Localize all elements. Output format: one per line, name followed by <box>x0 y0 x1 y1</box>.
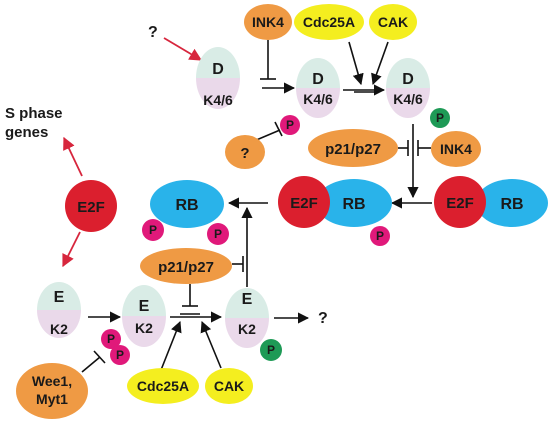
arrow-cak-bottom <box>200 320 222 369</box>
cdk2-inhibitory-phosphate-2 <box>110 345 130 365</box>
p21p27-mid-label: p21/p27 <box>158 259 214 276</box>
arrow-cdc25a-to-activation <box>348 41 364 86</box>
rb-mid-label: RB <box>342 196 365 213</box>
rb-right-oval <box>476 179 548 227</box>
e2f-free-label: E2F <box>77 199 105 216</box>
phosphate-label: P <box>214 227 222 241</box>
rb-mid-phosphate <box>370 226 390 246</box>
p21p27-top-oval <box>308 129 398 167</box>
cyclin-e-label: E <box>242 291 253 308</box>
phosphate-label: P <box>436 111 444 125</box>
cdk46-label: K4/6 <box>303 91 333 107</box>
rb-left-phosphate-2 <box>207 223 229 245</box>
phosphate-label: P <box>376 229 384 243</box>
rb-left-phosphate-1 <box>142 219 164 241</box>
wee1-myt1-oval <box>16 363 88 419</box>
phosphate-label: P <box>286 118 294 132</box>
arrow-cak-to-activation <box>371 41 389 86</box>
e2f-mid-circle <box>278 176 330 228</box>
cdk2-label: K2 <box>135 320 153 336</box>
cdk2-activating-phosphate <box>260 339 282 361</box>
s-phase-genes-line2: genes <box>5 124 48 141</box>
cyclin-e-free: E K2 <box>37 282 81 338</box>
phosphate-label: P <box>107 332 115 346</box>
red-arrow-to-cyclin-e <box>62 231 81 268</box>
arrow-cdc25a-bottom <box>160 320 182 371</box>
e2f-free-circle <box>65 180 117 232</box>
unknown-inhibition-bar <box>274 121 283 137</box>
ink4-top-label: INK4 <box>252 14 284 30</box>
phosphate-label: P <box>267 343 275 357</box>
s-phase-genes-line1: S phase <box>5 105 63 122</box>
wee1-inhibition-line <box>81 356 101 373</box>
inhibitory-phosphate <box>280 115 300 135</box>
cyclin-e-label: E <box>54 289 65 306</box>
cdc25a-bottom-oval <box>127 368 199 404</box>
unknown-inhibition-line <box>253 129 281 142</box>
cdk46-label: K4/6 <box>203 92 233 108</box>
cyclin-e-label: E <box>139 298 150 315</box>
cdk46-label: K4/6 <box>393 91 423 107</box>
wee1-inhibition-bar <box>93 350 106 364</box>
cyclin-d-free: D K4/6 <box>196 47 240 109</box>
cak-top-oval <box>369 4 417 40</box>
cyclin-e-cdk2-complex: E K2 <box>122 285 166 347</box>
rb-right-label: RB <box>500 196 523 213</box>
phosphate-label: P <box>116 348 124 362</box>
cyclin-d-label: D <box>312 71 324 88</box>
ink4-right-label: INK4 <box>440 141 472 157</box>
cyclin-d-cdk46-complex: D K4/6 <box>296 58 340 118</box>
cdk2-label: K2 <box>238 321 256 337</box>
unknown-kinase-oval <box>225 135 265 169</box>
red-arrow-to-s-phase-genes <box>63 136 83 177</box>
cak-bottom-label: CAK <box>214 378 244 394</box>
cyclin-d-label: D <box>212 61 224 78</box>
e2f-right-circle <box>434 176 486 228</box>
myt1-label: Myt1 <box>36 391 68 407</box>
ink4-top-oval <box>244 4 292 40</box>
cyclin-d-label: D <box>402 71 414 88</box>
p21p27-top-label: p21/p27 <box>325 141 381 158</box>
cdc25a-bottom-label: Cdc25A <box>137 378 189 394</box>
cdk2-label: K2 <box>50 321 68 337</box>
cdc25a-top-oval <box>294 4 364 40</box>
cak-top-label: CAK <box>378 14 408 30</box>
red-arrow-to-cyclin-d <box>163 37 203 61</box>
activating-phosphate <box>430 108 450 128</box>
e2f-right-label: E2F <box>446 195 474 212</box>
active-cyclin-d-cdk46: D K4/6 <box>386 58 430 118</box>
phosphate-label: P <box>149 223 157 237</box>
cak-bottom-oval <box>205 368 253 404</box>
ink4-right-oval <box>431 131 481 167</box>
unknown-kinase-label: ? <box>240 145 249 162</box>
rb-mid-oval <box>316 179 392 227</box>
rb-left-oval <box>150 180 224 228</box>
unknown-upstream-signal-label: ? <box>148 24 158 41</box>
rb-left-label: RB <box>175 197 198 214</box>
cdk2-inhibitory-phosphate-1 <box>101 329 121 349</box>
cdc25a-top-label: Cdc25A <box>303 14 355 30</box>
p21p27-mid-oval <box>140 248 232 284</box>
active-cyclin-e-cdk2: E K2 <box>225 288 269 348</box>
e2f-mid-label: E2F <box>290 195 318 212</box>
wee1-label: Wee1, <box>32 373 72 389</box>
unknown-outcome-label: ? <box>318 310 328 327</box>
